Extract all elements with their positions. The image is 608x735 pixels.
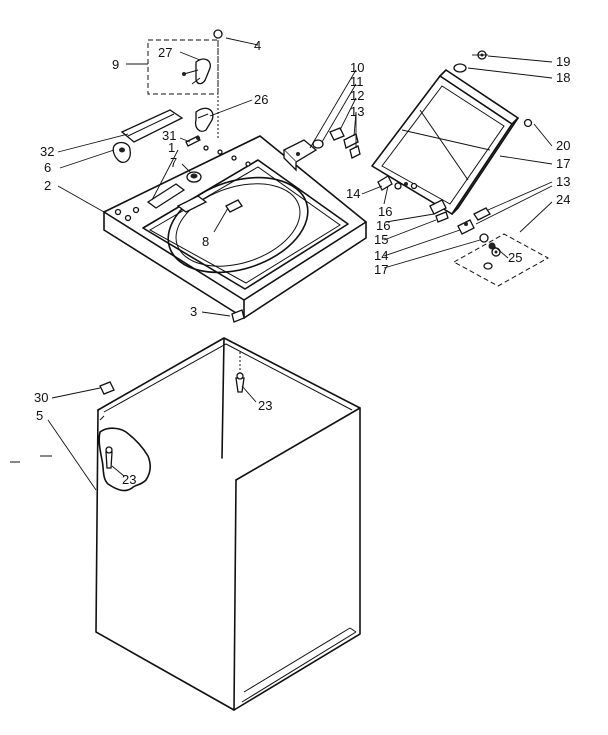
callout-labels: 4 9 27 26 10 11 12 13 32 6 31 1 7 2 8 19… [34, 38, 570, 487]
callout-5: 5 [36, 408, 43, 423]
callout-23-top: 23 [258, 398, 272, 413]
callout-31: 32 [40, 144, 54, 159]
callout-17: 17 [374, 262, 388, 277]
callout-13-upper: 13 [350, 104, 364, 119]
clip-6 [112, 141, 131, 164]
callout-32: 31 [162, 128, 176, 143]
callout-9: 9 [112, 57, 119, 72]
callout-21: 19 [556, 54, 570, 69]
callout-20: 18 [556, 70, 570, 85]
callout-8: 8 [202, 234, 209, 249]
bumper-20 [453, 63, 467, 73]
callout-15: 15 [374, 232, 388, 247]
screw-32 [185, 135, 201, 147]
hinge-right-upper-14 [377, 175, 418, 191]
hinge-bracket-10 [282, 139, 318, 172]
callout-6: 6 [44, 160, 51, 175]
callout-27: 27 [158, 45, 172, 60]
switch-8 [225, 199, 243, 213]
callout-16: 16 [378, 204, 392, 219]
callout-12: 12 [350, 88, 364, 103]
callout-13-right: 13 [556, 174, 570, 189]
hinge-kit-24 [452, 233, 550, 287]
callout-26: 26 [254, 92, 268, 107]
callout-11: 11 [350, 74, 364, 89]
clip-30 [99, 381, 115, 395]
callout-19: 17 [556, 156, 570, 171]
callout-10: 10 [350, 60, 364, 75]
cabinet-5 [95, 337, 361, 711]
pin-12 [329, 127, 345, 141]
callout-1: 1 [168, 140, 175, 155]
hinge-right-lower [429, 199, 496, 250]
leader-lines [47, 37, 553, 491]
callout-25: 25 [508, 250, 522, 265]
spring-11 [312, 139, 324, 149]
hinge-group-9 [147, 39, 219, 95]
callout-18: 16 [376, 218, 390, 233]
callout-4: 4 [254, 38, 261, 53]
hinge-26 [194, 107, 214, 132]
lid-19 [371, 69, 519, 215]
callout-3: 3 [190, 304, 197, 319]
panel-end-cap-31 [120, 109, 184, 143]
screw-23-cabinet-top [235, 352, 245, 393]
top-panel [103, 135, 367, 319]
callout-14-upper: 14 [346, 186, 360, 201]
callout-22: 20 [556, 138, 570, 153]
screw-4 [213, 29, 223, 140]
callout-2: 2 [44, 178, 51, 193]
callout-14-lower: 14 [374, 248, 388, 263]
callout-23-cutaway: 23 [122, 472, 136, 487]
callout-24: 24 [556, 192, 570, 207]
callout-7: 7 [170, 155, 177, 170]
bushing-13-upper [343, 133, 361, 159]
screw-22 [523, 118, 533, 128]
screw-23-cutaway [105, 446, 113, 469]
callout-30: 30 [34, 390, 48, 405]
clip-3 [231, 309, 245, 323]
